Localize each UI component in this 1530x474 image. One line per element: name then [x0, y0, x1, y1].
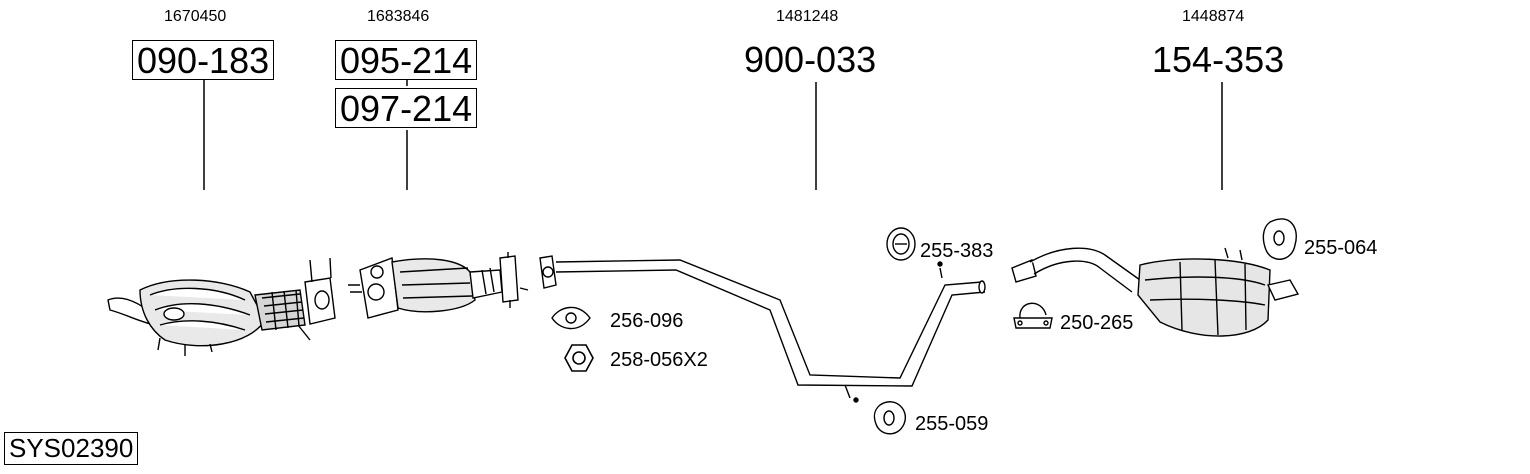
- hex-nut-icon: [564, 344, 594, 372]
- accessory-258-056x2[interactable]: 258-056X2: [610, 349, 708, 371]
- oem-number-1: 1670450: [164, 8, 227, 25]
- rubber-hanger-icon: [886, 227, 916, 261]
- accessory-255-059[interactable]: 255-059: [915, 413, 989, 435]
- oem-number-4: 1448874: [1182, 8, 1245, 25]
- oem-number-3: 1481248: [776, 8, 839, 25]
- accessory-255-383[interactable]: 255-383: [920, 240, 994, 262]
- part-number-154-353[interactable]: 154-353: [1152, 39, 1285, 80]
- oem-number-2: 1683846: [367, 8, 430, 25]
- part-number-900-033[interactable]: 900-033: [744, 39, 877, 80]
- clamp-icon: [1013, 302, 1053, 329]
- gasket-icon: [551, 306, 591, 330]
- rear-silencer-drawing: [1011, 247, 1300, 337]
- accessory-250-265[interactable]: 250-265: [1060, 312, 1134, 334]
- accessory-255-064[interactable]: 255-064: [1304, 237, 1378, 259]
- accessory-256-096[interactable]: 256-096: [610, 310, 684, 332]
- part-number-095-214[interactable]: 095-214: [335, 40, 478, 80]
- rubber-mount-icon-2: [873, 401, 907, 435]
- rubber-mount-icon-1: [1262, 218, 1297, 260]
- particulate-filter-drawing: [348, 252, 529, 319]
- part-number-097-214[interactable]: 097-214: [335, 88, 478, 128]
- part-number-090-183[interactable]: 090-183: [132, 40, 275, 80]
- front-catalyst-drawing: [107, 257, 336, 356]
- system-code-label: SYS02390: [4, 432, 139, 465]
- middle-pipe-drawing: [539, 255, 986, 403]
